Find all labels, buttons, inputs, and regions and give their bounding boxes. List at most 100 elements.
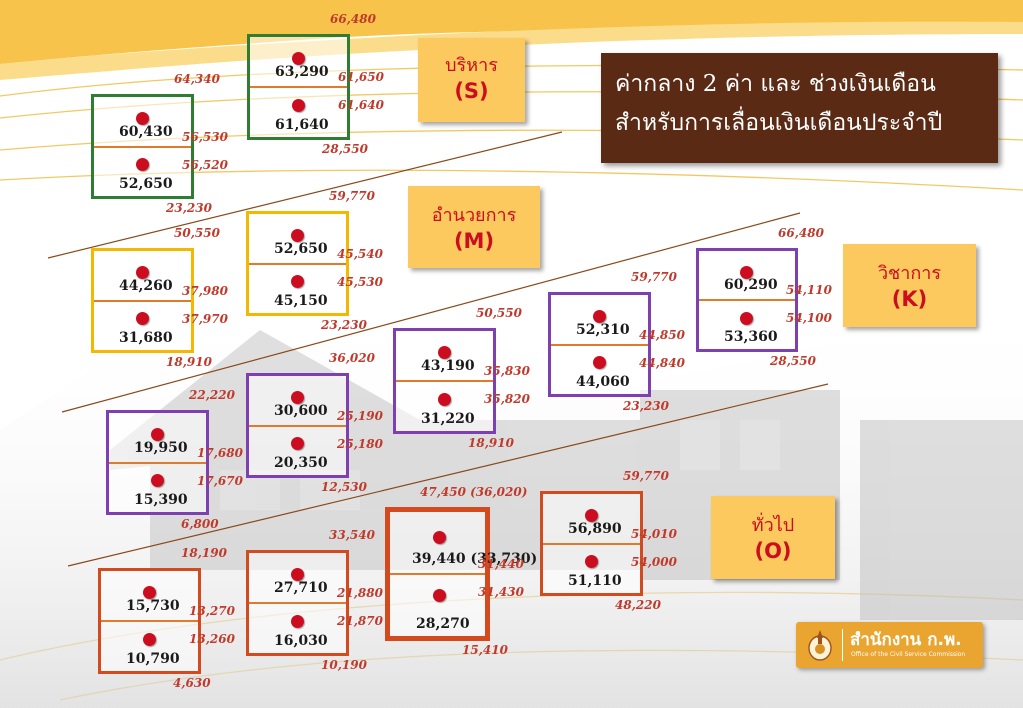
label-m-code: (M) bbox=[453, 229, 495, 253]
range-max-value: 64,340 bbox=[174, 72, 220, 86]
logo-separator bbox=[842, 629, 843, 661]
lower-mid-value: 28,270 bbox=[416, 616, 470, 632]
range-max-value: 22,220 bbox=[189, 388, 235, 402]
label-s: บริหาร (S) bbox=[418, 38, 525, 122]
lower-dot-marker bbox=[151, 474, 164, 487]
box-divider bbox=[551, 344, 648, 346]
range-min-value: 12,530 bbox=[321, 480, 367, 494]
mid-upper-bound: 61,650 bbox=[338, 70, 384, 84]
range-max-value: 18,190 bbox=[181, 546, 227, 560]
salary-box-o: 39,440 (33,730) 28,270 bbox=[385, 507, 537, 641]
mid-lower-bound: 25,180 bbox=[337, 437, 383, 451]
label-m: อำนวยการ (M) bbox=[408, 186, 540, 268]
lower-dot-marker bbox=[136, 158, 149, 171]
label-o-code: (O) bbox=[754, 539, 792, 563]
upper-mid-value: 52,650 bbox=[274, 241, 328, 257]
box-divider bbox=[390, 573, 485, 575]
label-s-thai: บริหาร bbox=[445, 55, 498, 76]
logo-subtitle: Office of the Civil Service Commission bbox=[851, 651, 966, 658]
range-min-value: 18,910 bbox=[468, 436, 514, 450]
mid-upper-bound: 56,530 bbox=[182, 130, 228, 144]
salary-box-k: 30,600 20,350 bbox=[246, 373, 349, 478]
mid-upper-bound: 31,440 bbox=[478, 557, 524, 571]
salary-box-k: 43,190 31,220 bbox=[393, 328, 496, 434]
upper-dot-marker bbox=[593, 310, 606, 323]
mid-lower-bound: 17,670 bbox=[197, 474, 243, 488]
page-title: ค่ากลาง 2 ค่า และ ช่วงเงินเดือน สำหรับกา… bbox=[601, 53, 998, 163]
upper-mid-value: 44,260 bbox=[119, 278, 173, 294]
box-divider bbox=[101, 620, 198, 622]
range-min-value: 18,910 bbox=[166, 355, 212, 369]
upper-mid-value: 30,600 bbox=[274, 403, 328, 419]
lower-mid-value: 31,220 bbox=[421, 411, 475, 427]
box-divider bbox=[249, 263, 346, 265]
mid-upper-bound: 54,010 bbox=[631, 527, 677, 541]
lower-mid-value: 44,060 bbox=[576, 374, 630, 390]
upper-dot-marker bbox=[585, 509, 598, 522]
range-min-value: 15,410 bbox=[462, 643, 508, 657]
upper-dot-marker bbox=[292, 52, 305, 65]
lower-dot-marker bbox=[292, 99, 305, 112]
upper-dot-marker bbox=[291, 391, 304, 404]
lower-mid-value: 61,640 bbox=[275, 117, 329, 133]
mid-lower-bound: 21,870 bbox=[337, 614, 383, 628]
ocsc-seal-icon bbox=[808, 630, 832, 661]
range-min-value: 6,800 bbox=[181, 517, 219, 531]
lower-mid-value: 20,350 bbox=[274, 455, 328, 471]
upper-dot-marker bbox=[136, 112, 149, 125]
lower-dot-marker bbox=[136, 312, 149, 325]
box-divider bbox=[249, 602, 346, 604]
mid-upper-bound: 35,830 bbox=[484, 364, 530, 378]
mid-upper-bound: 21,880 bbox=[337, 586, 383, 600]
upper-mid-value: 39,440 (33,730) bbox=[412, 551, 538, 567]
title-line-1: ค่ากลาง 2 ค่า และ ช่วงเงินเดือน bbox=[615, 71, 936, 97]
upper-mid-value: 60,290 bbox=[724, 277, 778, 293]
lower-dot-marker bbox=[143, 633, 156, 646]
range-max-value: 50,550 bbox=[476, 306, 522, 320]
upper-dot-marker bbox=[291, 568, 304, 581]
label-k: วิชาการ (K) bbox=[843, 244, 976, 327]
upper-mid-value: 43,190 bbox=[421, 358, 475, 374]
range-min-value: 48,220 bbox=[615, 598, 661, 612]
lower-dot-marker bbox=[291, 437, 304, 450]
logo-name: สำนักงาน ก.พ. bbox=[850, 630, 962, 650]
mid-upper-bound: 25,190 bbox=[337, 409, 383, 423]
range-min-value: 23,230 bbox=[166, 201, 212, 215]
upper-mid-value: 19,950 bbox=[134, 440, 188, 456]
range-max-value: 59,770 bbox=[329, 189, 375, 203]
range-max-value: 66,480 bbox=[778, 226, 824, 240]
mid-upper-bound: 17,680 bbox=[197, 446, 243, 460]
box-divider bbox=[250, 86, 347, 88]
lower-mid-value: 51,110 bbox=[568, 573, 622, 589]
mid-lower-bound: 31,430 bbox=[478, 585, 524, 599]
lower-dot-marker bbox=[740, 312, 753, 325]
upper-mid-value: 60,430 bbox=[119, 124, 173, 140]
lower-dot-marker bbox=[438, 393, 451, 406]
range-min-value: 4,630 bbox=[173, 676, 211, 690]
lower-dot-marker bbox=[593, 356, 606, 369]
upper-dot-marker bbox=[151, 428, 164, 441]
mid-lower-bound: 37,970 bbox=[182, 312, 228, 326]
mid-lower-bound: 44,840 bbox=[639, 356, 685, 370]
range-max-value: 33,540 bbox=[329, 528, 375, 542]
mid-upper-bound: 44,850 bbox=[639, 328, 685, 342]
mid-upper-bound: 13,270 bbox=[189, 604, 235, 618]
lower-mid-value: 53,360 bbox=[724, 329, 778, 345]
upper-mid-value: 52,310 bbox=[576, 322, 630, 338]
upper-dot-marker bbox=[740, 266, 753, 279]
mid-upper-bound: 54,110 bbox=[786, 283, 832, 297]
upper-dot-marker bbox=[438, 346, 451, 359]
range-min-value: 10,190 bbox=[321, 658, 367, 672]
box-divider bbox=[699, 299, 795, 301]
mid-upper-bound: 37,980 bbox=[182, 284, 228, 298]
range-min-value: 28,550 bbox=[322, 142, 368, 156]
label-o-thai: ทั่วไป bbox=[751, 515, 795, 536]
mid-lower-bound: 61,640 bbox=[338, 98, 384, 112]
label-k-thai: วิชาการ bbox=[877, 263, 942, 284]
ocsc-logo: สำนักงาน ก.พ. Office of the Civil Servic… bbox=[796, 622, 983, 668]
upper-dot-marker bbox=[136, 266, 149, 279]
